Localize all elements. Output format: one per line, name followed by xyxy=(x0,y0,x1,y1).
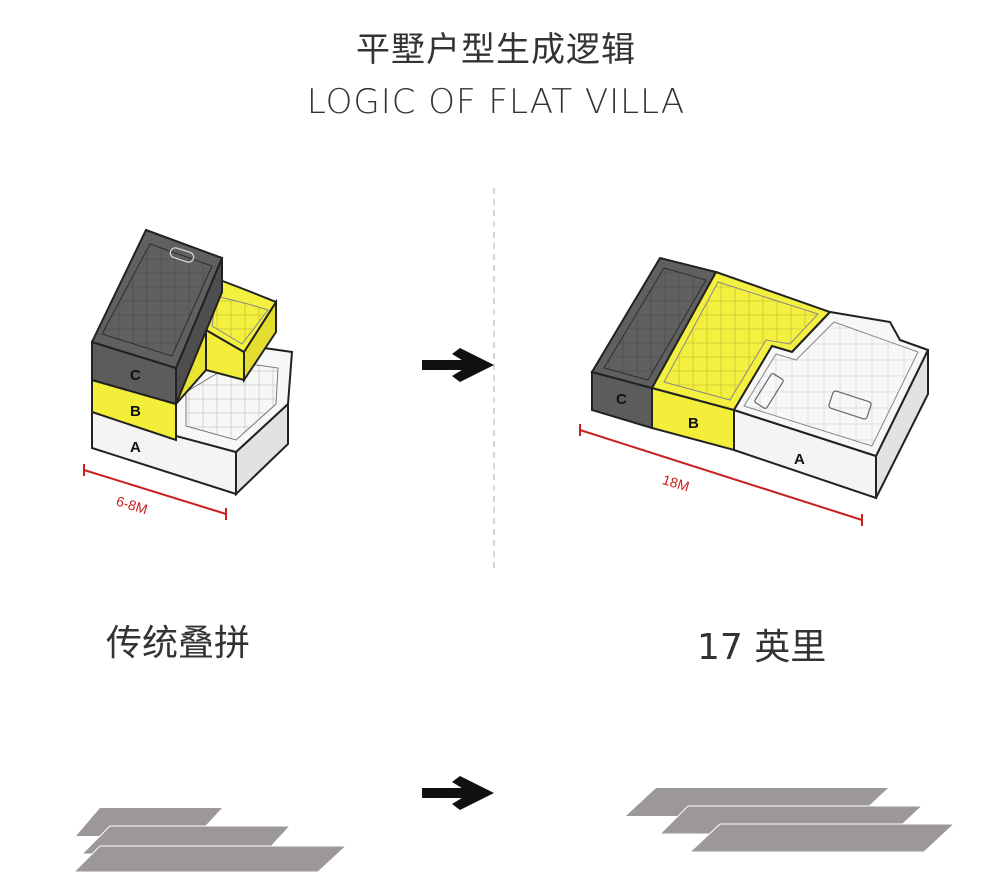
left-dimension-label: 6-8M xyxy=(114,493,149,518)
arrow-right-icon xyxy=(422,348,494,382)
right-dimension-label: 18M xyxy=(661,471,692,494)
right-sofa xyxy=(828,390,872,420)
left-label-b: B xyxy=(130,403,141,420)
right-massing-diagram: C B A 18M xyxy=(579,256,930,526)
right-label-b: B xyxy=(688,415,699,432)
left-slab-bottom xyxy=(72,845,348,873)
right-dimension-line xyxy=(579,429,863,521)
right-label-c: C xyxy=(616,391,627,408)
left-stacked-slabs xyxy=(72,808,348,873)
left-dimension-line xyxy=(83,469,227,515)
right-block-c-plan xyxy=(603,267,707,381)
left-label-a: A xyxy=(130,439,141,456)
right-dining-table xyxy=(754,373,784,409)
right-block-a-plan xyxy=(743,321,919,447)
title-chinese: 平墅户型生成逻辑 xyxy=(356,30,636,70)
left-massing-diagram: C B A 6-8M xyxy=(83,228,294,520)
left-bathtub xyxy=(169,247,195,263)
right-flat-slabs xyxy=(626,788,956,853)
caption-17-mile: 17 英里 xyxy=(697,627,827,668)
right-block-b-plan xyxy=(663,281,819,401)
left-label-c: C xyxy=(130,367,141,384)
caption-traditional: 传统叠拼 xyxy=(106,623,251,664)
title-english: LOGIC OF FLAT VILLA xyxy=(306,82,686,122)
left-block-c-plan xyxy=(101,243,213,357)
right-slab-bottom xyxy=(688,823,956,853)
arrow-right-icon xyxy=(422,776,494,810)
right-label-a: A xyxy=(794,451,805,468)
left-block-b-plan xyxy=(211,295,269,345)
